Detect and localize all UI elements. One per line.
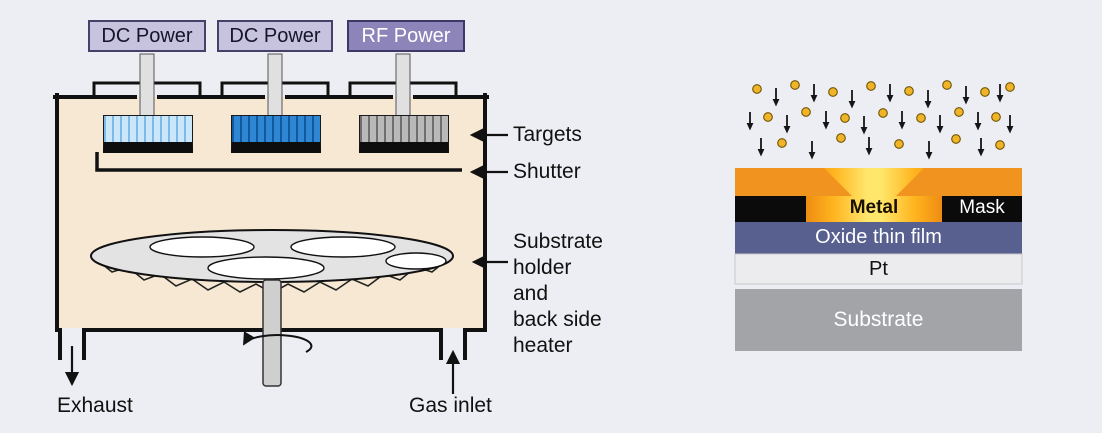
substrate-label: Substrate — [833, 308, 924, 331]
substrate-holder-label-line3: and — [513, 282, 549, 305]
substrate-holder-label-line5: heater — [513, 334, 573, 357]
pt-layer — [734, 253, 1023, 285]
dc-power-supply-2: DC Power — [217, 20, 333, 52]
target-dc-1 — [103, 115, 193, 153]
sputtered-particles — [745, 80, 1015, 161]
metal-label: Metal — [849, 197, 899, 218]
mask-label: Mask — [959, 197, 1005, 218]
mask-left-layer — [735, 196, 806, 222]
dc-power-supply-1: DC Power — [88, 20, 206, 52]
target-dc-2 — [231, 115, 321, 153]
substrate-holder-label: Substrate holder and back side heater — [513, 229, 603, 359]
targets-label: Targets — [513, 123, 582, 146]
shutter-label: Shutter — [513, 160, 581, 183]
substrate-holder-label-line4: back side — [513, 308, 602, 331]
top-electrode-layer — [735, 168, 1022, 196]
substrate-layer — [735, 289, 1022, 351]
substrate-holder-label-line1: Substrate — [513, 230, 603, 253]
oxide-label: Oxide thin film — [815, 226, 942, 248]
substrate-holder-label-line2: holder — [513, 256, 572, 279]
film-stack — [734, 168, 1023, 351]
rotation-arrow — [243, 331, 313, 353]
pt-label: Pt — [869, 258, 888, 280]
oxide-layer — [735, 222, 1022, 254]
rf-power-supply: RF Power — [347, 20, 465, 52]
substrate-holder — [90, 229, 454, 283]
rotation-shaft — [262, 279, 282, 387]
mask-right-layer — [942, 196, 1022, 222]
shutter-plate — [95, 152, 462, 172]
target-rf — [359, 115, 449, 153]
gas-inlet-label: Gas inlet — [409, 394, 492, 417]
exhaust-label: Exhaust — [57, 394, 133, 417]
